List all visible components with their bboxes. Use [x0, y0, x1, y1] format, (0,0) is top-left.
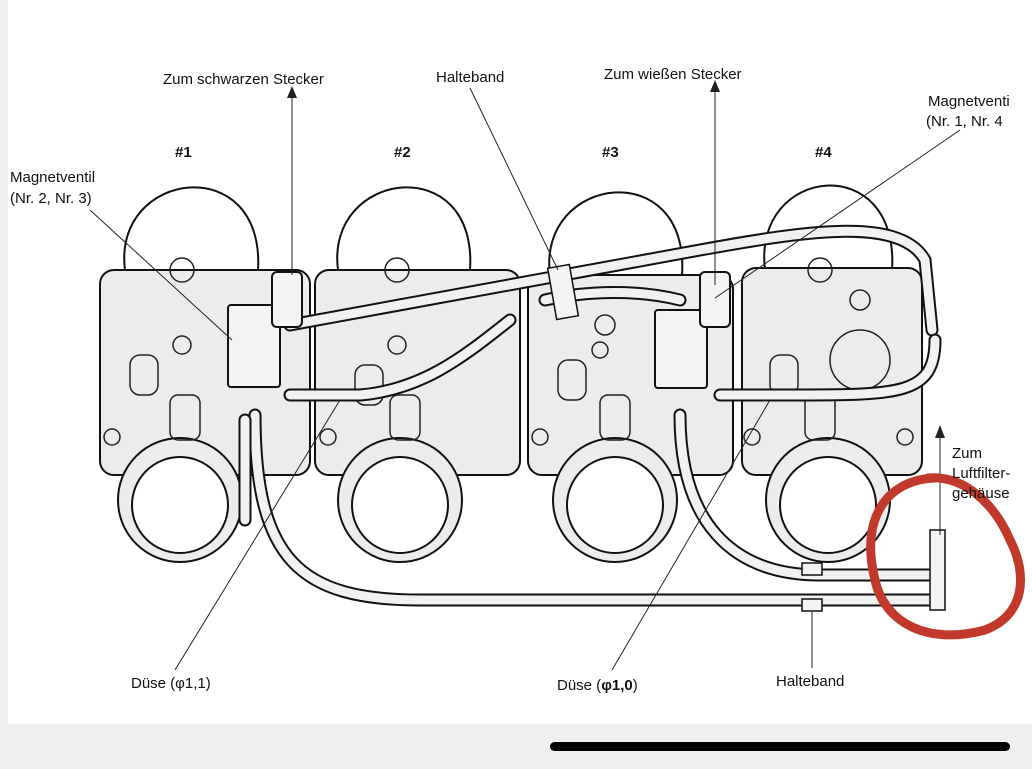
label-retaining-strap-bottom: Halteband — [776, 673, 844, 690]
label-carb-2: #2 — [394, 144, 411, 161]
label-retaining-strap-top: Halteband — [436, 69, 504, 86]
label-jet-right-value: φ1,0 — [601, 677, 633, 694]
label-to-white-connector: Zum wießen Stecker — [604, 66, 742, 83]
label-carb-4: #4 — [815, 144, 832, 161]
carburetor-4 — [741, 184, 923, 563]
vacuum-hoses — [238, 224, 946, 612]
red-annotation-circle — [866, 473, 1025, 640]
label-to-black-connector: Zum schwarzen Stecker — [163, 71, 324, 88]
label-jet-right-prefix: Düse ( — [557, 677, 601, 694]
label-carb-3: #3 — [602, 144, 619, 161]
label-solenoid-left-line2: (Nr. 2, Nr. 3) — [10, 190, 92, 207]
solenoid-valve-2-3 — [227, 271, 303, 388]
leader-lines — [89, 80, 961, 671]
label-carb-1: #1 — [175, 144, 192, 161]
label-airbox-line3: gehäuse — [952, 485, 1010, 502]
label-solenoid-left-line1: Magnetventil — [10, 169, 95, 186]
home-indicator-bar[interactable] — [550, 742, 1010, 751]
label-jet-right: Düse (φ1,0) — [557, 677, 638, 694]
carburetor-vacuum-hose-diagram: Zum schwarzen Stecker Halteband Zum wieß… — [10, 66, 1025, 694]
label-jet-left: Düse (φ1,1) — [131, 675, 211, 692]
carburetor-2 — [314, 186, 521, 563]
label-solenoid-right-line2: (Nr. 1, Nr. 4 — [926, 113, 1003, 130]
label-airbox-line2: Luftfilter- — [952, 465, 1010, 482]
label-solenoid-right-line1: Magnetventi — [928, 93, 1010, 110]
label-jet-right-suffix: ) — [633, 677, 638, 694]
label-airbox-line1: Zum — [952, 445, 982, 462]
solenoid-valve-1-4 — [654, 271, 731, 389]
